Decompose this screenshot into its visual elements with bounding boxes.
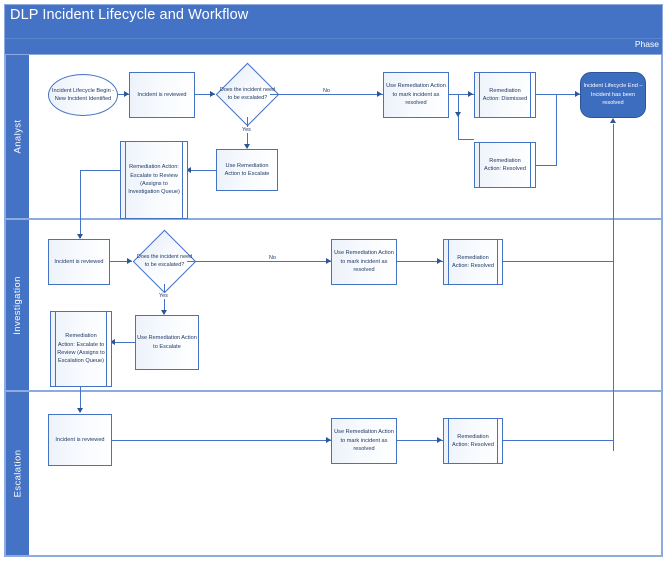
edge-label-investigation-no: No [268, 255, 277, 261]
node-escalation-use-resolve[interactable]: Use Remediation Action to mark incident … [331, 418, 397, 464]
arrowhead-investigation-escalate-use [161, 310, 167, 315]
node-investigation-review[interactable]: Incident is reviewed [48, 239, 110, 285]
arrowhead-analyst-escalate-action [186, 167, 191, 173]
arrowhead-investigation-resolve [326, 258, 331, 264]
arrowhead-analyst-decision [210, 91, 215, 97]
swimlane-label-escalation: Escalation [12, 449, 23, 498]
edge-analyst-to-investigation-h [80, 170, 120, 172]
edge-investigation-no [187, 261, 331, 263]
edge-investigation-escalate-to-action [112, 342, 135, 344]
node-investigation-use-resolve[interactable]: Use Remediation Action to mark incident … [331, 239, 397, 285]
edge-analyst-dismissed-to-end [536, 94, 581, 96]
node-investigation-use-escalate[interactable]: Use Remediation Action to Escalate [135, 315, 199, 370]
node-analyst-use-resolve[interactable]: Use Remediation Action to mark incident … [383, 72, 449, 118]
arrowhead-analyst-resolved-branch [455, 112, 461, 117]
title-bar [5, 5, 662, 38]
arrowhead-analyst-end [575, 91, 580, 97]
edge-label-analyst-yes: Yes [241, 127, 252, 133]
edge-analyst-no [270, 94, 383, 96]
edge-label-investigation-yes: Yes [158, 293, 169, 299]
edge-analyst-to-investigation-v [80, 170, 82, 238]
arrowhead-investigation-escalate-action [110, 339, 115, 345]
swimlane-header-analyst: Analyst [6, 55, 29, 218]
arrowhead-analyst-resolve [377, 91, 382, 97]
node-analyst-use-escalate[interactable]: Use Remediation Action to Escalate [216, 149, 278, 191]
edge-investigation-to-escalation-v [80, 387, 82, 412]
edge-analyst-merge-v [556, 94, 558, 165]
arrowhead-analyst-dismissed [468, 91, 473, 97]
node-escalation-review[interactable]: Incident is reviewed [48, 414, 112, 466]
node-escalation-resolved[interactable]: Remediation Action: Resolved [443, 418, 503, 464]
node-investigation-escalate-action[interactable]: Remediation Action: Escalate to Review (… [50, 311, 112, 387]
arrowhead-escalation-resolve [326, 437, 331, 443]
edge-escalation-resolved-to-trunk [503, 440, 614, 442]
arrowhead-analyst-escalate-use [244, 144, 250, 149]
node-investigation-resolved[interactable]: Remediation Action: Resolved [443, 239, 503, 285]
arrowhead-escalation-review [77, 408, 83, 413]
phase-header-bar [5, 38, 662, 54]
swimlane-label-analyst: Analyst [12, 119, 23, 154]
arrowhead-investigation-review [77, 234, 83, 239]
edge-analyst-resolve-split-h [449, 94, 474, 96]
arrowhead-return-trunk-end [610, 118, 616, 123]
edge-investigation-resolve-to-resolved [397, 261, 443, 263]
node-analyst-escalate-action[interactable]: Remediation Action: Escalate to Review (… [120, 141, 188, 219]
edge-analyst-resolved-to-merge-h [536, 165, 557, 167]
node-analyst-review[interactable]: Incident is reviewed [129, 72, 195, 118]
swimlane-analyst: Analyst [5, 54, 662, 219]
edge-analyst-escalate-to-action [188, 170, 216, 172]
arrowhead-analyst-review [124, 91, 129, 97]
edge-investigation-resolved-to-trunk [503, 261, 614, 263]
page-title: DLP Incident Lifecycle and Workflow [10, 7, 249, 23]
phase-header-label: Phase [634, 39, 659, 49]
edge-investigation-yes [164, 284, 166, 314]
edge-escalation-resolve-to-resolved [397, 440, 443, 442]
edge-investigation-review-decision [110, 261, 132, 263]
node-analyst-start[interactable]: Incident Lifecycle Begin - New Incident … [48, 74, 118, 116]
edge-escalation-review-resolve [112, 440, 331, 442]
edge-analyst-start-review [118, 94, 129, 96]
swimlane-header-escalation: Escalation [6, 392, 29, 555]
node-analyst-dismissed[interactable]: Remediation Action: Dismissed [474, 72, 536, 118]
arrowhead-escalation-resolved [437, 437, 442, 443]
edge-return-trunk-v [613, 124, 615, 451]
node-analyst-decision[interactable]: Does the incident need to be escalated? [215, 62, 280, 127]
swimlane-header-investigation: Investigation [6, 220, 29, 390]
node-analyst-end[interactable]: Incident Lifecycle End – Incident has be… [580, 72, 646, 118]
arrowhead-investigation-decision [127, 258, 132, 264]
arrowhead-investigation-resolved [437, 258, 442, 264]
edge-label-analyst-no: No [322, 88, 331, 94]
edge-analyst-to-resolved-h [458, 139, 474, 141]
swimlane-label-investigation: Investigation [12, 275, 24, 335]
edge-analyst-review-decision [195, 94, 215, 96]
node-investigation-decision[interactable]: Does the incident need to be escalated? [132, 229, 197, 294]
node-analyst-resolved[interactable]: Remediation Action: Resolved [474, 142, 536, 188]
